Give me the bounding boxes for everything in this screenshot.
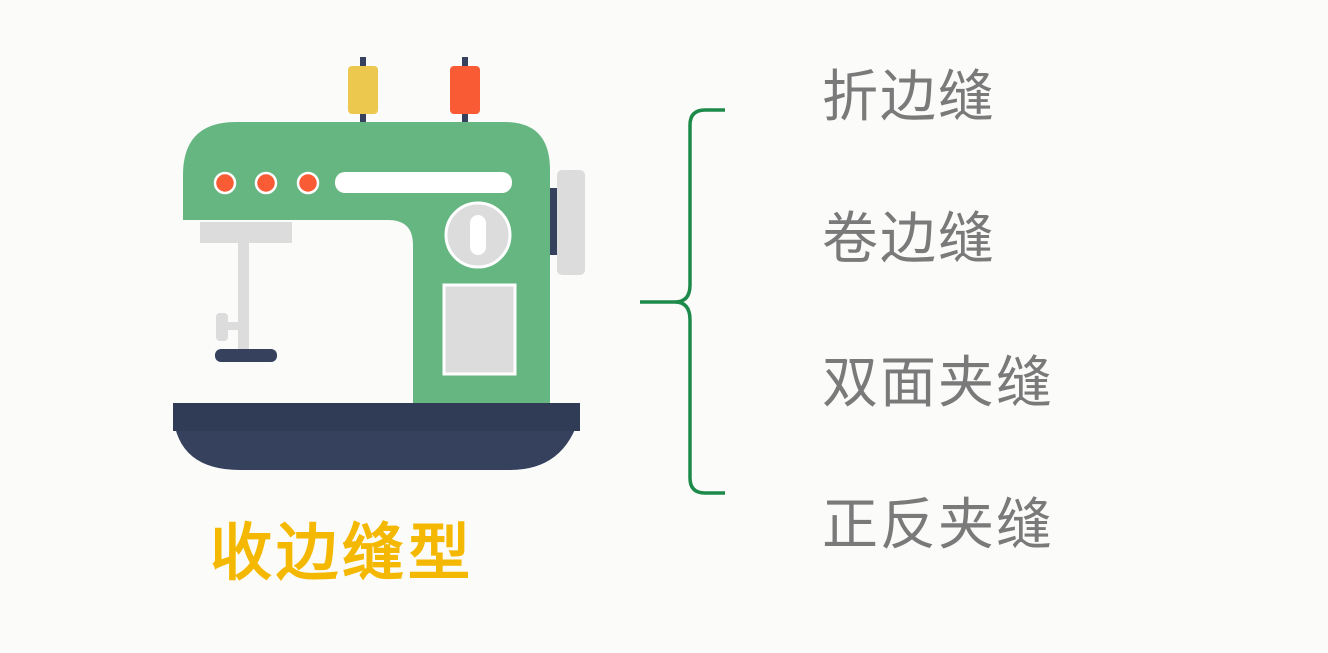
diagram-title: 收边缝型	[210, 516, 475, 589]
item-fold-seam: 折边缝	[822, 65, 996, 130]
item-double-face-seam: 双面夹缝	[822, 351, 1054, 416]
item-roll-seam: 卷边缝	[822, 207, 996, 272]
item-reverse-seam: 正反夹缝	[822, 493, 1054, 558]
